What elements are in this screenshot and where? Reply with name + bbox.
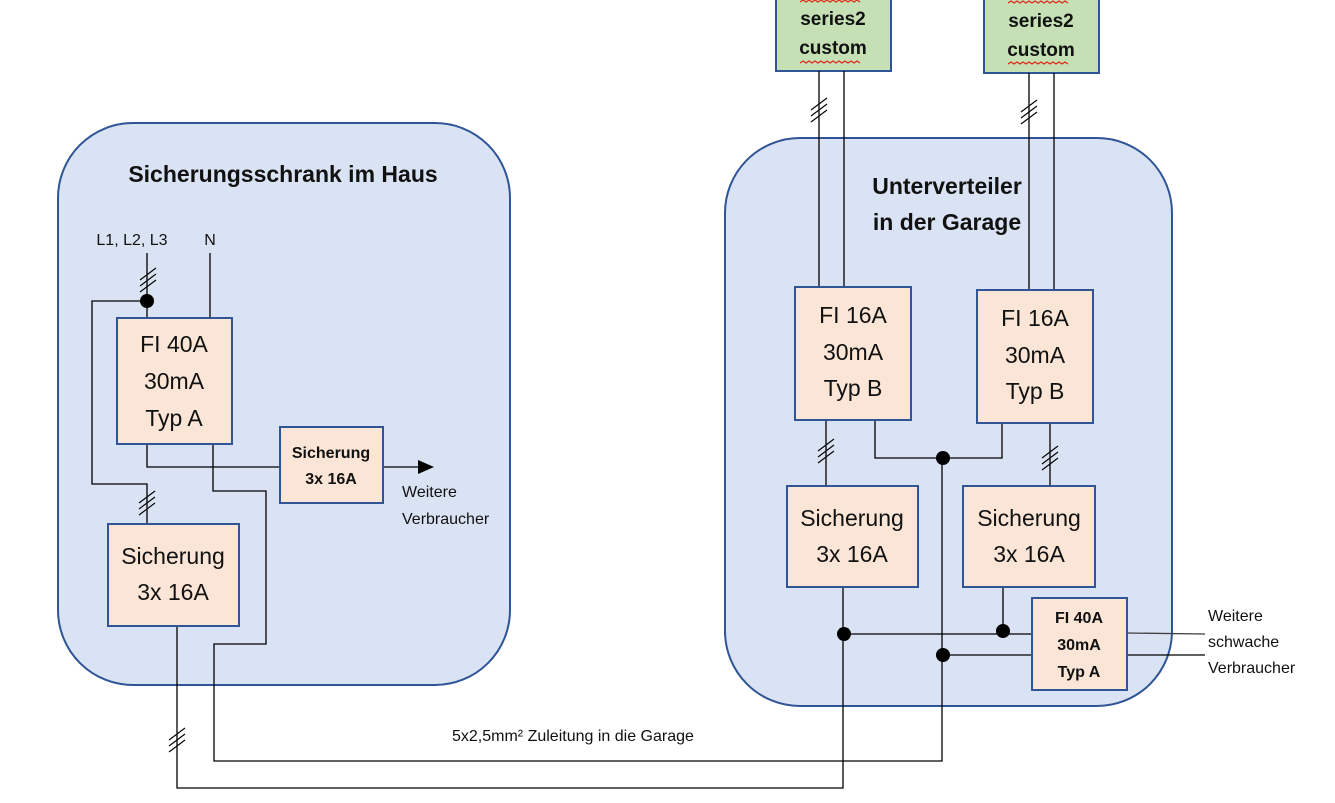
- fuse-right-line2: 3x 16A: [993, 541, 1065, 567]
- junction-node: [837, 627, 851, 641]
- charger-left-line1: series2: [800, 9, 866, 30]
- fi-small-line3: Typ A: [1058, 664, 1101, 681]
- junction-node: [140, 294, 154, 308]
- junction-node: [996, 624, 1010, 638]
- weak-consumers-line1: Weitere: [1208, 608, 1263, 625]
- fi-left-box: [794, 286, 912, 421]
- fuse-right-box: [962, 485, 1096, 588]
- charger-left-line2: custom: [799, 38, 867, 59]
- weak-consumers-line3: Verbraucher: [1208, 660, 1296, 677]
- fi-right-box: [976, 289, 1094, 424]
- house-cabinet-title: Sicherungsschrank im Haus: [128, 161, 437, 187]
- fi-right-line3: Typ B: [1006, 378, 1065, 404]
- fi-small-line2: 30mA: [1057, 637, 1101, 654]
- spellcheck-squiggle: [1007, 0, 1069, 4]
- three-phase-tick-icon: [817, 438, 835, 464]
- weak-consumers-line2: schwache: [1208, 634, 1279, 651]
- neutral-feed-wire: [212, 444, 943, 762]
- fi-left-line3: Typ B: [824, 375, 883, 401]
- fi-small-line1: FI 40A: [1055, 610, 1103, 627]
- fi-left-line1: FI 16A: [819, 302, 887, 328]
- fi-main-line3: Typ A: [145, 405, 203, 431]
- three-phase-tick-icon: [810, 97, 828, 123]
- spellcheck-squiggle: [799, 60, 861, 64]
- phase-feed-wire: [176, 588, 844, 789]
- garage-title-line1: Unterverteiler: [872, 173, 1022, 199]
- neutral-label: N: [204, 232, 216, 249]
- fuse-main-line2: 3x 16A: [137, 579, 209, 605]
- fi-small-box: [1031, 597, 1128, 691]
- three-phase-tick-icon: [139, 267, 157, 293]
- charger-right-line1: series2: [1008, 11, 1074, 32]
- charger-box-right: [983, 0, 1100, 74]
- feed-cable-label: 5x2,5mm² Zuleitung in die Garage: [452, 728, 694, 745]
- fi-main-line1: FI 40A: [140, 331, 208, 357]
- fi-left-line2: 30mA: [823, 339, 884, 365]
- charger-box-left: [775, 0, 892, 72]
- fuse-main-line1: Sicherung: [121, 543, 225, 569]
- spellcheck-squiggle: [1007, 61, 1069, 65]
- fuse-left-line1: Sicherung: [800, 505, 904, 531]
- fi-right-line2: 30mA: [1005, 342, 1066, 368]
- fuse-left-line2: 3x 16A: [816, 541, 888, 567]
- fi-main-line2: 30mA: [144, 368, 205, 394]
- small-fi-out-wire-1: [1126, 632, 1206, 635]
- fuse-left-box: [786, 485, 919, 588]
- other-consumers-line2: Verbraucher: [402, 511, 490, 528]
- three-phase-tick-icon: [138, 490, 156, 516]
- three-phase-tick-icon: [1020, 99, 1038, 125]
- arrow-icon: [418, 460, 434, 474]
- fuse-small-line2: 3x 16A: [305, 471, 357, 488]
- fi-to-fuse-wire: [146, 444, 280, 468]
- phases-label: L1, L2, L3: [96, 232, 167, 249]
- charger-right-line2: custom: [1007, 40, 1075, 61]
- three-phase-tick-icon: [1041, 445, 1059, 471]
- three-phase-tick-icon: [168, 727, 186, 753]
- spellcheck-squiggle: [799, 0, 861, 3]
- other-consumers-line1: Weitere: [402, 484, 457, 501]
- garage-title-line2: in der Garage: [873, 209, 1021, 235]
- fuse-small-line1: Sicherung: [292, 445, 370, 462]
- fuse-main-box: [107, 523, 240, 627]
- fi-main-box: [116, 317, 233, 445]
- junction-node: [936, 451, 950, 465]
- junction-node: [936, 648, 950, 662]
- fi-right-line1: FI 16A: [1001, 305, 1069, 331]
- fuse-right-line1: Sicherung: [977, 505, 1081, 531]
- fuse-small-box: [279, 426, 384, 504]
